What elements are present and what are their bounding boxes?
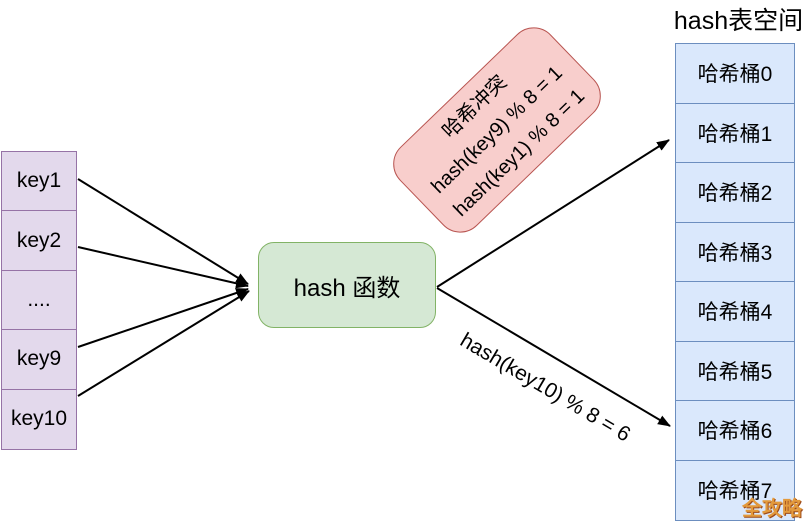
hash-function-box: hash 函数 <box>258 242 436 328</box>
bucket-column: 哈希桶0 哈希桶1 哈希桶2 哈希桶3 哈希桶4 哈希桶5 哈希桶6 哈希桶7 <box>675 43 795 521</box>
arrow-key10-to-hash <box>77 290 250 397</box>
bucket-cell-1: 哈希桶1 <box>676 103 794 163</box>
bucket-cell-7: 哈希桶7 <box>676 460 794 520</box>
key-cell: key2 <box>2 211 76 271</box>
bucket-cell-4: 哈希桶4 <box>676 282 794 342</box>
hash-table-space-title: hash表空间 <box>673 7 804 35</box>
bucket-cell-0: 哈希桶0 <box>676 44 794 104</box>
arrow-hash-to-bucket6 <box>436 287 671 427</box>
arrow-hash-to-bucket1 <box>436 139 670 288</box>
bucket-cell-3: 哈希桶3 <box>676 222 794 282</box>
arrow-key9-to-hash <box>77 288 249 348</box>
hash-function-label: hash 函数 <box>293 274 401 302</box>
bucket-cell-2: 哈希桶2 <box>676 163 794 223</box>
bucket-cell-6: 哈希桶6 <box>676 401 794 461</box>
key-cell-ellipsis: .... <box>2 270 76 331</box>
arrow-key2-to-hash <box>77 246 249 289</box>
key-cell: key1 <box>2 152 76 212</box>
key-cell: key10 <box>2 389 76 449</box>
bucket-cell-5: 哈希桶5 <box>676 341 794 401</box>
key-cell: key9 <box>2 330 76 390</box>
watermark: 全攻略 <box>742 498 802 520</box>
arrow-key1-to-hash <box>77 178 249 285</box>
key-column: key1 key2 .... key9 key10 <box>1 151 77 450</box>
